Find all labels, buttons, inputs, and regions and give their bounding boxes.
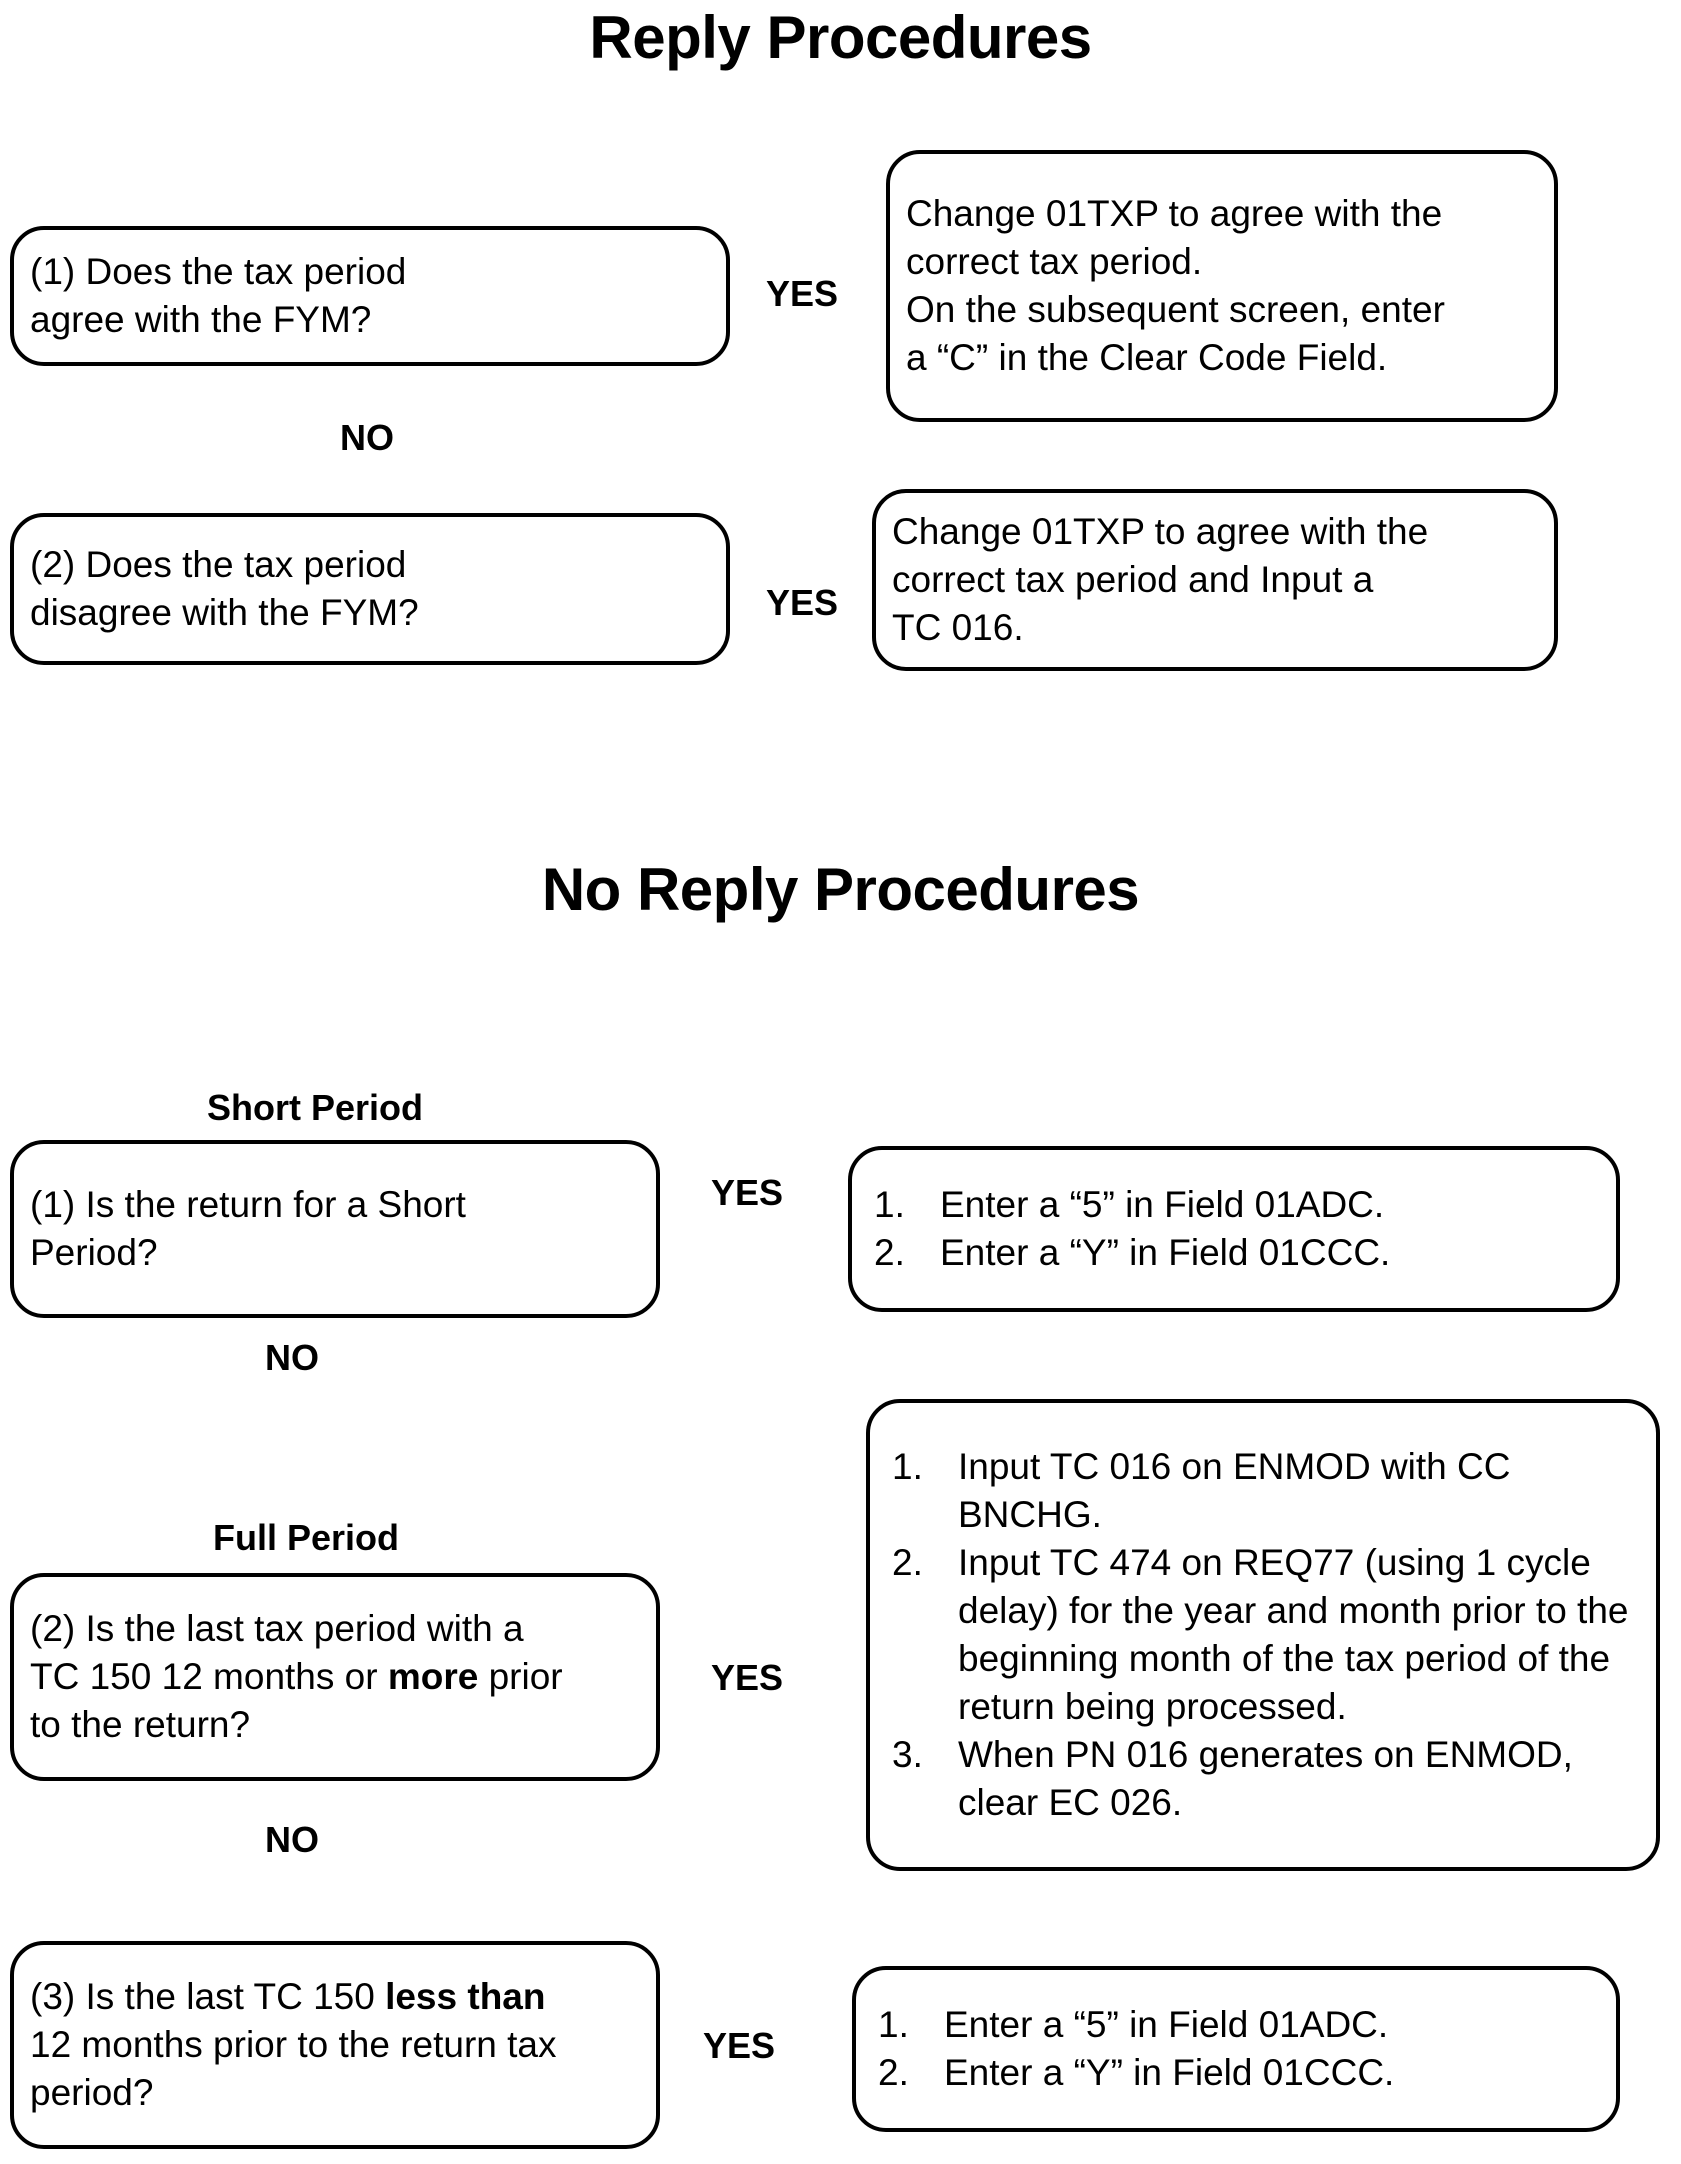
- list-item-text: When PN 016 generates on ENMOD, clear EC…: [958, 1734, 1573, 1824]
- branch-label-yes-reply-2: YES: [766, 582, 839, 623]
- branch-label-yes-reply-1: YES: [766, 273, 839, 314]
- question-text-part: prior: [478, 1655, 563, 1697]
- question-box-reply-1-text: (1) Does the tax period agree with the F…: [14, 248, 726, 344]
- question-line: (2) Does the tax period: [30, 543, 407, 585]
- action-line: correct tax period.: [906, 240, 1203, 282]
- action-box-reply-1-text: Change 01TXP to agree with the correct t…: [890, 190, 1554, 382]
- list-item-number: 2.: [874, 1232, 905, 1273]
- question-emphasis: more: [387, 1655, 479, 1697]
- list-item: 2. Enter a “Y” in Field 01CCC.: [874, 1229, 1602, 1277]
- branch-label-yes-noreply-1: YES: [711, 1172, 784, 1213]
- branch-label-no-noreply-2: NO: [265, 1819, 319, 1860]
- section-title-reply-procedures: Reply Procedures: [589, 4, 1092, 71]
- action-box-reply-1: Change 01TXP to agree with the correct t…: [886, 150, 1558, 422]
- question-text-part: TC 150 12 months or: [30, 1655, 388, 1697]
- list-item: 3. When PN 016 generates on ENMOD, clear…: [892, 1731, 1642, 1827]
- question-line: agree with the FYM?: [30, 299, 372, 340]
- group-label-full-period: Full Period: [213, 1517, 400, 1558]
- list-item: 2. Enter a “Y” in Field 01CCC.: [878, 2049, 1602, 2097]
- action-line: On the subsequent screen, enter: [906, 289, 1445, 330]
- branch-label-no-reply-1: NO: [340, 417, 394, 458]
- action-box-noreply-1: 1. Enter a “5” in Field 01ADC. 2. Enter …: [848, 1146, 1620, 1312]
- question-box-noreply-3-text: (3) Is the last TC 150 less than 12 mont…: [14, 1973, 656, 2117]
- list-item: 1. Enter a “5” in Field 01ADC.: [874, 1181, 1602, 1229]
- list-item-text: Enter a “5” in Field 01ADC.: [944, 2003, 1389, 2045]
- question-box-noreply-1: (1) Is the return for a Short Period?: [10, 1140, 660, 1318]
- action-box-noreply-3-list: 1. Enter a “5” in Field 01ADC. 2. Enter …: [856, 2001, 1616, 2097]
- list-item-number: 1.: [878, 2003, 909, 2045]
- question-box-noreply-3: (3) Is the last TC 150 less than 12 mont…: [10, 1941, 660, 2149]
- question-box-reply-2: (2) Does the tax period disagree with th…: [10, 513, 730, 665]
- list-item-text: Input TC 474 on REQ77 (using 1 cycle del…: [958, 1541, 1629, 1728]
- group-label-short-period: Short Period: [207, 1087, 424, 1128]
- action-box-noreply-3: 1. Enter a “5” in Field 01ADC. 2. Enter …: [852, 1966, 1620, 2132]
- list-item-text: Enter a “Y” in Field 01CCC.: [940, 1232, 1391, 1273]
- branch-label-yes-noreply-2: YES: [711, 1657, 784, 1698]
- question-text-part: (3) Is the last TC 150: [30, 1975, 386, 2017]
- list-item-number: 2.: [892, 1541, 923, 1583]
- list-item-number: 1.: [892, 1445, 923, 1487]
- action-line: Change 01TXP to agree with the: [892, 510, 1429, 552]
- list-item-text: Input TC 016 on ENMOD with CC BNCHG.: [958, 1445, 1511, 1535]
- list-item-number: 2.: [878, 2052, 909, 2093]
- question-line: 12 months prior to the return tax: [30, 2023, 557, 2065]
- question-line: (3) Is the last TC 150 less than: [30, 1973, 642, 2021]
- question-box-noreply-1-text: (1) Is the return for a Short Period?: [14, 1181, 656, 1277]
- list-item: 1. Enter a “5” in Field 01ADC.: [878, 2001, 1602, 2049]
- question-box-noreply-2-text: (2) Is the last tax period with a TC 150…: [14, 1605, 656, 1749]
- branch-label-no-noreply-1: NO: [265, 1337, 319, 1378]
- question-line: Period?: [30, 1232, 158, 1273]
- list-item: 2. Input TC 474 on REQ77 (using 1 cycle …: [892, 1539, 1642, 1731]
- question-box-reply-1: (1) Does the tax period agree with the F…: [10, 226, 730, 366]
- branch-label-yes-noreply-3: YES: [703, 2025, 776, 2066]
- action-line: Change 01TXP to agree with the: [906, 192, 1443, 234]
- action-box-noreply-2-list: 1. Input TC 016 on ENMOD with CC BNCHG. …: [870, 1443, 1656, 1828]
- question-emphasis: less than: [385, 1975, 546, 2017]
- action-box-noreply-2: 1. Input TC 016 on ENMOD with CC BNCHG. …: [866, 1399, 1660, 1871]
- section-title-no-reply-procedures: No Reply Procedures: [541, 856, 1140, 923]
- question-box-noreply-2: (2) Is the last tax period with a TC 150…: [10, 1573, 660, 1781]
- action-box-reply-2-text: Change 01TXP to agree with the correct t…: [876, 508, 1554, 652]
- action-line: a “C” in the Clear Code Field.: [906, 337, 1388, 379]
- question-line: disagree with the FYM?: [30, 592, 419, 633]
- list-item-text: Enter a “5” in Field 01ADC.: [940, 1183, 1385, 1225]
- question-line: (1) Does the tax period: [30, 250, 407, 292]
- question-line: period?: [30, 2072, 154, 2114]
- list-item-number: 3.: [892, 1734, 923, 1776]
- list-item-text: Enter a “Y” in Field 01CCC.: [944, 2052, 1395, 2093]
- action-box-reply-2: Change 01TXP to agree with the correct t…: [872, 489, 1558, 671]
- action-line: TC 016.: [892, 607, 1024, 649]
- question-line: (2) Is the last tax period with a: [30, 1607, 524, 1649]
- question-line: (1) Is the return for a Short: [30, 1183, 466, 1225]
- action-line: correct tax period and Input a: [892, 558, 1374, 600]
- question-line: to the return?: [30, 1704, 251, 1746]
- list-item: 1. Input TC 016 on ENMOD with CC BNCHG.: [892, 1443, 1642, 1539]
- question-line: TC 150 12 months or more prior: [30, 1653, 642, 1701]
- question-box-reply-2-text: (2) Does the tax period disagree with th…: [14, 541, 726, 637]
- action-box-noreply-1-list: 1. Enter a “5” in Field 01ADC. 2. Enter …: [852, 1181, 1616, 1277]
- list-item-number: 1.: [874, 1183, 905, 1225]
